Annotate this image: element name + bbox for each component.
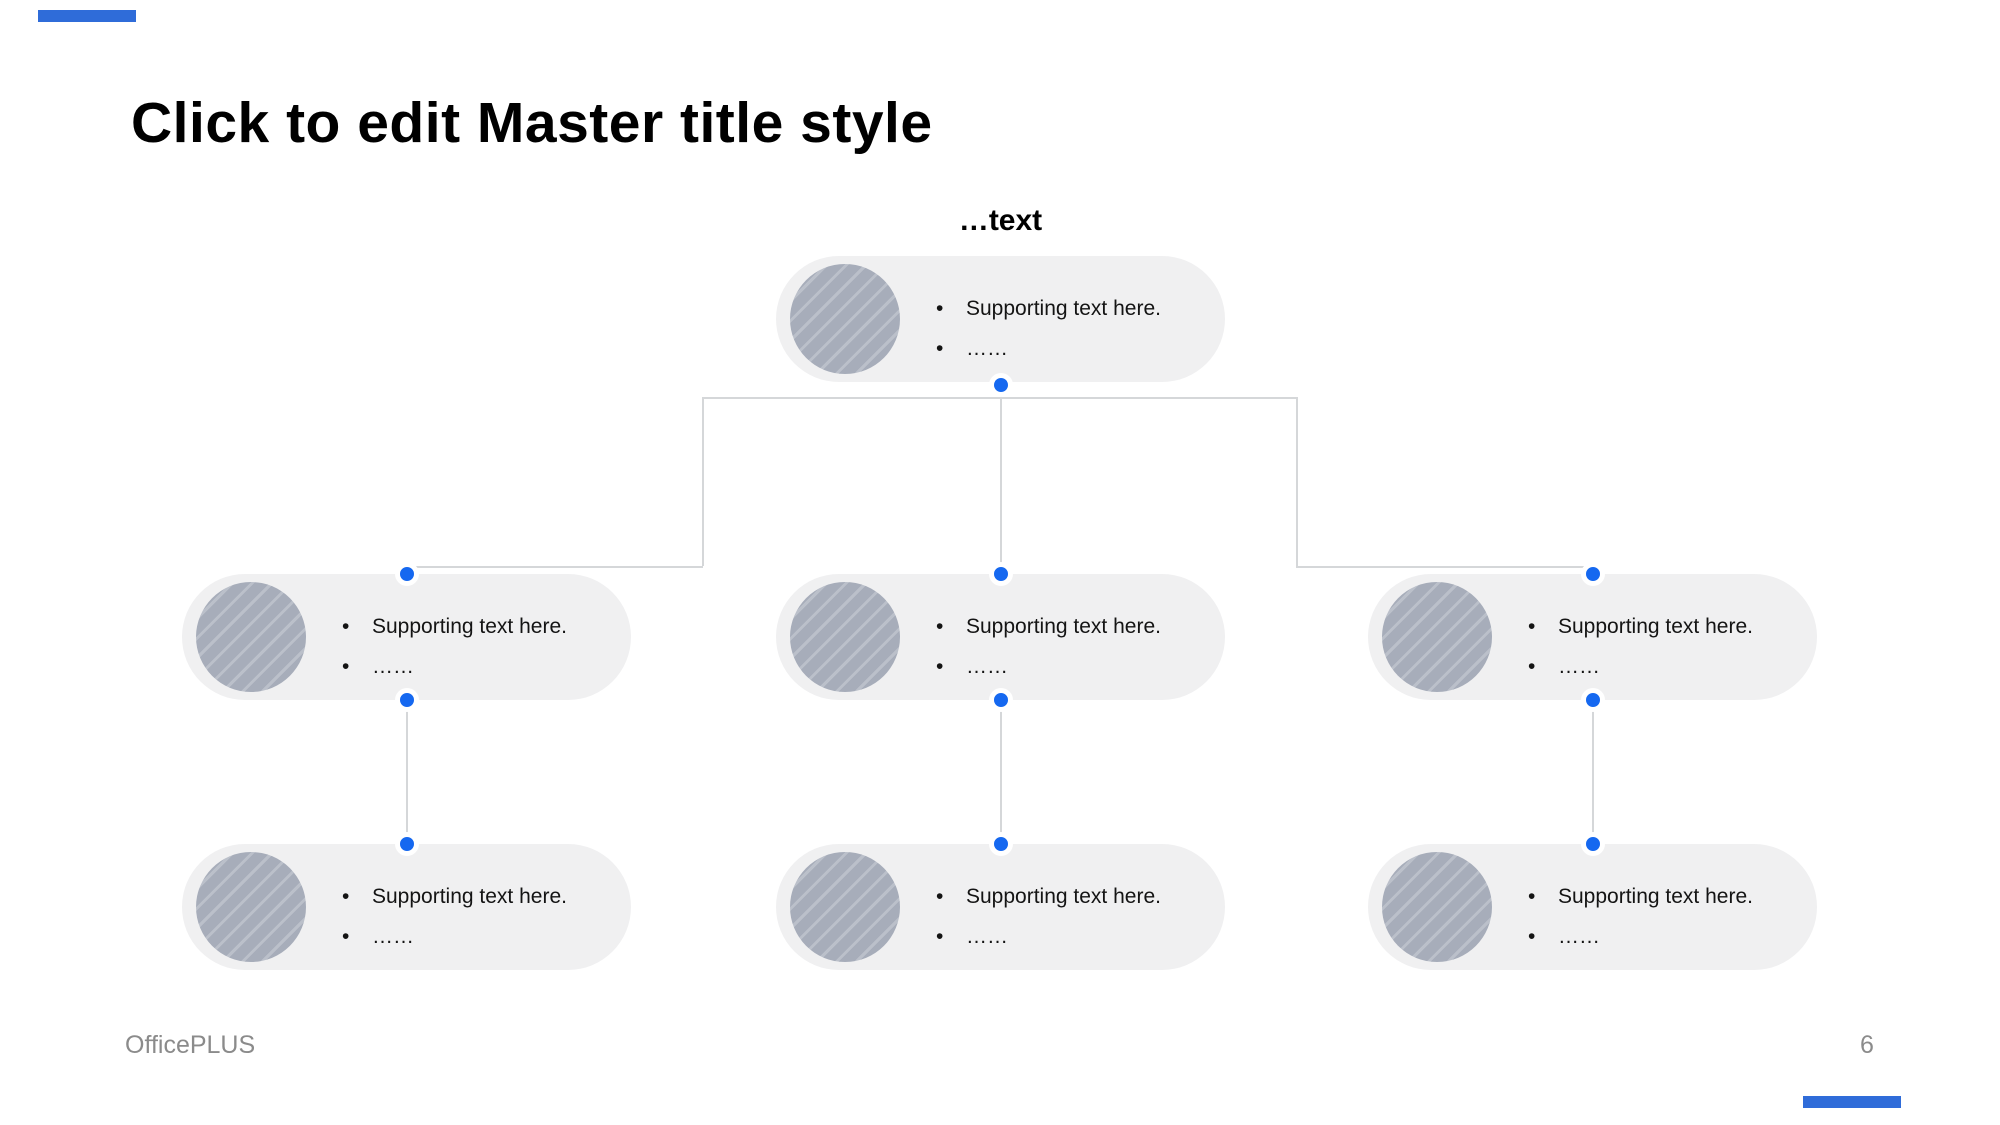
bullet-icon: • — [936, 297, 944, 320]
bullet-text: …… — [372, 655, 414, 678]
avatar-placeholder — [1382, 852, 1492, 962]
bullet-line: • Supporting text here. — [928, 607, 1213, 647]
connector-line — [702, 397, 1298, 399]
node-text-block: • Supporting text here. • …… — [334, 607, 619, 687]
connector-dot — [395, 688, 419, 712]
bullet-line: • …… — [1520, 647, 1805, 687]
bullet-line: • …… — [334, 647, 619, 687]
node-text-block: • Supporting text here. • …… — [334, 877, 619, 957]
avatar-placeholder — [790, 852, 900, 962]
avatar-placeholder — [196, 582, 306, 692]
bullet-text: …… — [966, 337, 1008, 360]
page-number: 6 — [1860, 1031, 1874, 1059]
footer-brand: OfficePLUS — [125, 1031, 256, 1059]
connector-dot — [1581, 688, 1605, 712]
connector-dot — [1581, 562, 1605, 586]
bullet-line: • …… — [928, 647, 1213, 687]
bullet-icon: • — [936, 925, 944, 948]
bullet-text: …… — [1558, 925, 1600, 948]
connector-line — [1592, 700, 1594, 844]
bullet-text: …… — [372, 925, 414, 948]
connector-line — [1000, 700, 1002, 844]
bullet-line: • Supporting text here. — [334, 607, 619, 647]
bullet-text: Supporting text here. — [372, 615, 567, 638]
avatar-placeholder — [790, 264, 900, 374]
node-text-block: • Supporting text here. • …… — [928, 607, 1213, 687]
connector-line — [1296, 566, 1593, 568]
node-text-block: • Supporting text here. • …… — [928, 289, 1213, 369]
node-text-block: • Supporting text here. • …… — [1520, 877, 1805, 957]
connector-dot — [989, 373, 1013, 397]
bullet-line: • Supporting text here. — [928, 289, 1213, 329]
bullet-text: …… — [1558, 655, 1600, 678]
diagram-label: …text — [958, 204, 1043, 237]
corner-accent-bar-bottom-right — [1803, 1096, 1901, 1108]
bullet-line: • Supporting text here. — [1520, 607, 1805, 647]
connector-line — [702, 397, 704, 566]
connector-dot — [989, 832, 1013, 856]
bullet-icon: • — [342, 655, 350, 678]
connector-line — [406, 566, 703, 568]
slide-title-placeholder[interactable]: Click to edit Master title style — [131, 91, 933, 155]
connector-dot — [395, 832, 419, 856]
bullet-icon: • — [342, 615, 350, 638]
bullet-icon: • — [936, 615, 944, 638]
bullet-text: Supporting text here. — [372, 885, 567, 908]
bullet-icon: • — [936, 885, 944, 908]
connector-dot — [1581, 832, 1605, 856]
bullet-icon: • — [1528, 885, 1536, 908]
bullet-icon: • — [936, 655, 944, 678]
bullet-line: • Supporting text here. — [928, 877, 1213, 917]
bullet-icon: • — [1528, 615, 1536, 638]
bullet-text: Supporting text here. — [966, 615, 1161, 638]
avatar-placeholder — [790, 582, 900, 692]
org-node-top: • Supporting text here. • …… — [776, 256, 1225, 382]
bullet-line: • Supporting text here. — [334, 877, 619, 917]
avatar-placeholder — [196, 852, 306, 962]
bullet-line: • …… — [928, 329, 1213, 369]
bullet-icon: • — [342, 925, 350, 948]
bullet-icon: • — [342, 885, 350, 908]
bullet-icon: • — [936, 337, 944, 360]
connector-dot — [395, 562, 419, 586]
bullet-text: …… — [966, 655, 1008, 678]
bullet-text: Supporting text here. — [966, 297, 1161, 320]
org-node-bottom-right: • Supporting text here. • …… — [1368, 844, 1817, 970]
connector-dot — [989, 688, 1013, 712]
bullet-line: • …… — [334, 917, 619, 957]
org-node-mid-right: • Supporting text here. • …… — [1368, 574, 1817, 700]
corner-accent-bar-top-left — [38, 10, 136, 22]
connector-line — [1296, 397, 1298, 566]
bullet-text: Supporting text here. — [966, 885, 1161, 908]
avatar-placeholder — [1382, 582, 1492, 692]
bullet-icon: • — [1528, 655, 1536, 678]
connector-dot — [989, 562, 1013, 586]
bullet-text: …… — [966, 925, 1008, 948]
connector-line — [1000, 385, 1002, 574]
node-text-block: • Supporting text here. • …… — [928, 877, 1213, 957]
org-node-mid-center: • Supporting text here. • …… — [776, 574, 1225, 700]
org-node-mid-left: • Supporting text here. • …… — [182, 574, 631, 700]
bullet-line: • …… — [928, 917, 1213, 957]
connector-line — [406, 700, 408, 844]
bullet-text: Supporting text here. — [1558, 615, 1753, 638]
bullet-line: • …… — [1520, 917, 1805, 957]
bullet-text: Supporting text here. — [1558, 885, 1753, 908]
bullet-line: • Supporting text here. — [1520, 877, 1805, 917]
org-node-bottom-left: • Supporting text here. • …… — [182, 844, 631, 970]
org-node-bottom-center: • Supporting text here. • …… — [776, 844, 1225, 970]
node-text-block: • Supporting text here. • …… — [1520, 607, 1805, 687]
bullet-icon: • — [1528, 925, 1536, 948]
